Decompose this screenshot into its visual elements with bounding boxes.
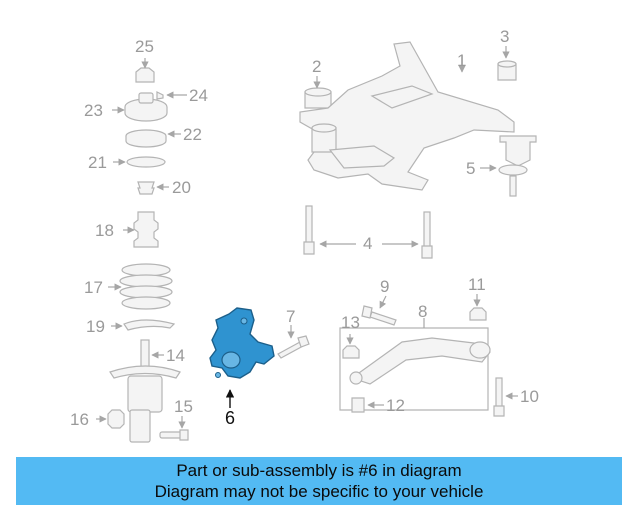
lower-arm-bolt xyxy=(361,295,397,326)
callout-4: 4 xyxy=(363,234,372,253)
lower-arm xyxy=(349,337,491,385)
callout-22: 22 xyxy=(183,125,202,144)
callout-16: 16 xyxy=(70,410,89,429)
lower-arm-nut-11 xyxy=(469,294,487,321)
callout-18: 18 xyxy=(95,221,114,240)
callout-7: 7 xyxy=(286,307,295,326)
lower-arm-bracket-frame xyxy=(339,327,489,411)
callout-2: 2 xyxy=(312,57,321,76)
dust-boot xyxy=(123,211,159,248)
subframe-bushing-2 xyxy=(304,76,332,109)
banner-line-2: Diagram may not be specific to your vehi… xyxy=(154,482,484,501)
subframe-mount-bracket xyxy=(480,135,537,197)
callout-6-highlighted: 6 xyxy=(225,408,235,428)
callout-17: 17 xyxy=(84,278,103,297)
callout-8: 8 xyxy=(418,302,427,321)
callout-10: 10 xyxy=(520,387,539,406)
callout-labels: 25 24 23 22 21 20 18 17 19 14 16 15 6 7 … xyxy=(70,27,539,429)
spring-insulator xyxy=(113,156,166,168)
strut-bracket-nut xyxy=(96,409,125,429)
callout-25: 25 xyxy=(135,37,154,56)
spring-lower-insulator xyxy=(111,319,176,331)
jounce-bumper xyxy=(137,181,169,195)
callout-5: 5 xyxy=(466,159,475,178)
steering-knuckle-highlighted xyxy=(209,307,275,408)
callout-1: 1 xyxy=(457,51,466,70)
callout-15: 15 xyxy=(174,397,193,416)
callout-12: 12 xyxy=(386,396,405,415)
mount-stud xyxy=(156,91,187,100)
spring-seat xyxy=(125,129,181,148)
subframe-bushing-3 xyxy=(497,46,517,81)
parts-diagram: 25 24 23 22 21 20 18 17 19 14 16 15 6 7 … xyxy=(70,27,539,443)
callout-20: 20 xyxy=(172,178,191,197)
lower-arm-bushing-12 xyxy=(351,397,384,413)
banner-line-1: Part or sub-assembly is #6 in diagram xyxy=(176,461,462,480)
coil-spring xyxy=(108,263,173,310)
info-banner: Part or sub-assembly is #6 in diagram Di… xyxy=(16,457,622,505)
callout-23: 23 xyxy=(84,101,103,120)
lower-arm-bolt-10 xyxy=(493,377,518,417)
callout-19: 19 xyxy=(86,317,105,336)
callout-21: 21 xyxy=(88,153,107,172)
strut-mount-nut xyxy=(135,58,155,83)
callout-13: 13 xyxy=(341,313,360,332)
callout-14: 14 xyxy=(166,346,185,365)
callout-3: 3 xyxy=(500,27,509,46)
callout-24: 24 xyxy=(189,86,208,105)
strut-assembly xyxy=(109,339,181,443)
subframe xyxy=(299,41,515,191)
callout-9: 9 xyxy=(380,277,389,296)
strut-bracket-bolt xyxy=(159,416,189,441)
knuckle-bolt xyxy=(277,325,310,359)
callout-11: 11 xyxy=(468,275,486,294)
strut-upper-mount xyxy=(112,92,168,122)
subframe-bolts xyxy=(303,205,433,259)
lower-arm-nut-13 xyxy=(342,334,360,359)
